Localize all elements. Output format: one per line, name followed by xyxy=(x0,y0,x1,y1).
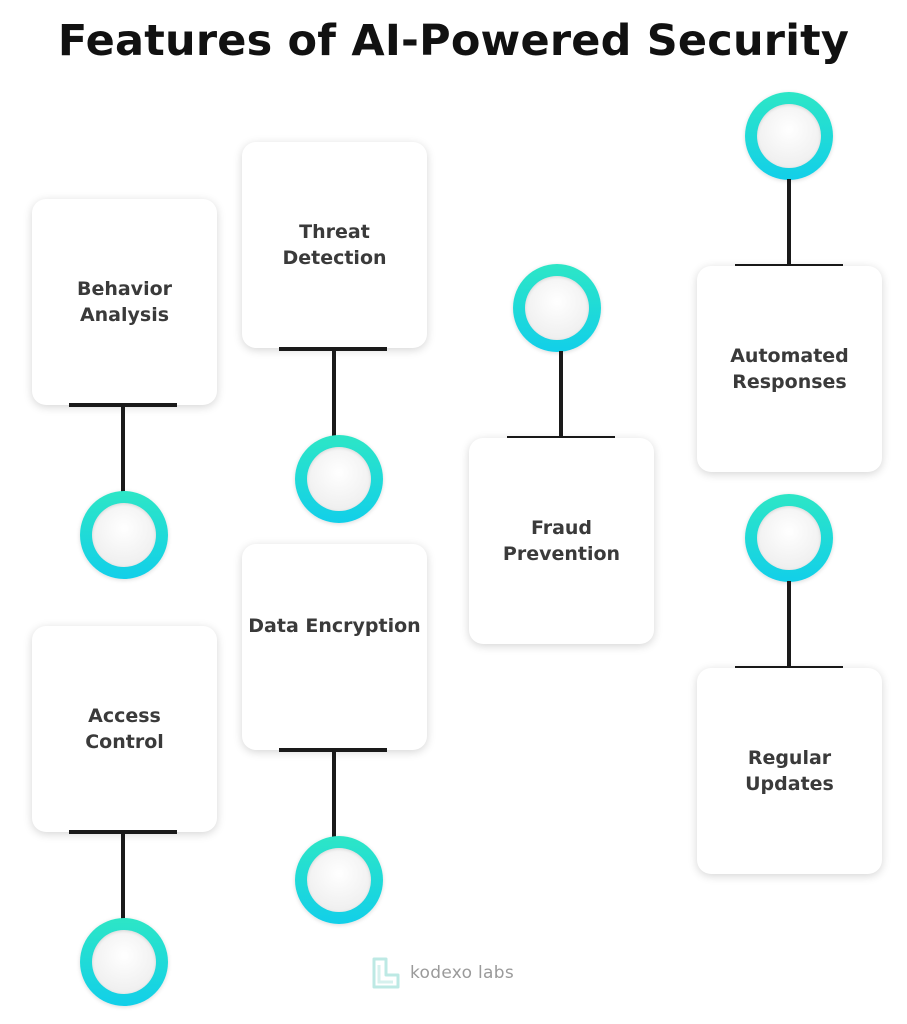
connector-stem xyxy=(332,750,336,838)
feature-card-automated-responses: Automated Responses xyxy=(697,266,882,472)
brand-logo: kodexo labs xyxy=(368,955,514,991)
feature-node-circle xyxy=(80,918,168,1006)
feature-node-circle xyxy=(513,264,601,352)
feature-card-fraud-prevention: Fraud Prevention xyxy=(469,438,654,644)
connector-stem xyxy=(121,832,125,920)
feature-card-behavior-analysis: Behavior Analysis xyxy=(32,199,217,405)
feature-label: Fraud Prevention xyxy=(502,517,621,565)
connector-stem xyxy=(787,179,791,267)
feature-card-access-control: Access Control xyxy=(32,626,217,832)
feature-card-data-encryption: Data Encryption xyxy=(242,544,427,750)
connector-stem xyxy=(559,351,563,438)
page-title: Features of AI-Powered Security xyxy=(57,16,850,66)
feature-card-threat-detection: Threat Detection xyxy=(242,142,427,348)
feature-node-circle xyxy=(745,494,833,582)
feature-node-circle xyxy=(295,435,383,523)
feature-label: Threat Detection xyxy=(282,221,387,269)
kodexo-logo-icon xyxy=(372,957,400,989)
feature-node-circle xyxy=(745,92,833,180)
feature-label: Data Encryption xyxy=(248,615,421,637)
connector-stem xyxy=(787,581,791,668)
connector-stem xyxy=(332,349,336,437)
feature-label: Behavior Analysis xyxy=(76,278,173,326)
feature-label: Regular Updates xyxy=(745,747,834,795)
feature-node-circle xyxy=(295,836,383,924)
feature-card-regular-updates: Regular Updates xyxy=(697,668,882,874)
feature-label: Access Control xyxy=(85,705,164,753)
feature-label: Automated Responses xyxy=(730,345,849,393)
feature-node-circle xyxy=(80,491,168,579)
brand-name: kodexo labs xyxy=(410,963,515,983)
connector-stem xyxy=(121,405,125,493)
